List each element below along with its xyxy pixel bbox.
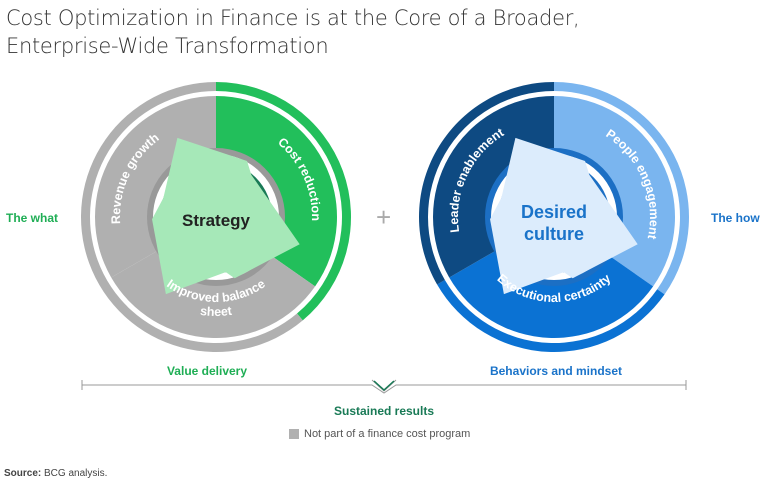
behaviors-label: Behaviors and mindset [489,364,623,378]
sheet-label: sheet [199,304,233,319]
title-line-1: Cost Optimization in Finance is at the C… [6,6,580,30]
strategy-cycle-arrows [152,137,300,295]
sustained-results-label: Sustained results [333,404,435,418]
strategy-segment [216,96,337,287]
source-text: BCG analysis. [41,468,108,479]
legend-text: Not part of a finance cost program [304,428,471,440]
culture-label: culture [524,224,584,244]
strategy-outer-ring [216,82,351,321]
desired-label: Desired [521,202,587,222]
culture-outer-ring [419,82,554,285]
chevron-down-icon [373,380,395,392]
culture-cycle-arrows [490,137,638,295]
source-note: Source: BCG analysis. [4,468,107,479]
strategy-center-label: Strategy [182,211,251,230]
bracket-line [81,379,687,394]
legend: Not part of a finance cost program [289,428,470,440]
culture-segment [554,96,675,287]
source-label: Source: [4,468,42,479]
legend-swatch [289,429,299,439]
the-how-label: The how [711,211,760,225]
the-what-label: The what [6,211,59,225]
page-title: Cost Optimization in Finance is at the C… [6,4,580,60]
title-line-2: Enterprise-Wide Transformation [6,34,329,58]
plus-icon: + [376,202,392,232]
culture-outer-ring [437,280,665,352]
culture-outer-ring [554,82,689,295]
value-delivery-label: Value delivery [166,364,248,378]
